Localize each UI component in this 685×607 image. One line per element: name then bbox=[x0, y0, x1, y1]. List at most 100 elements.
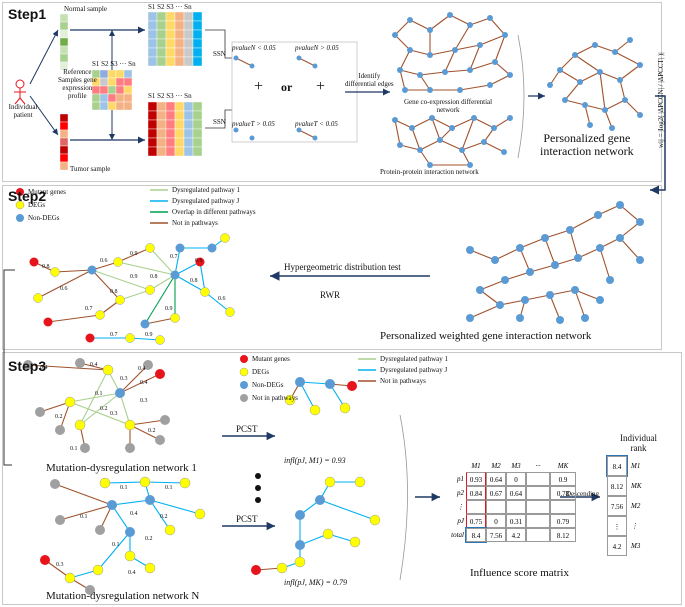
edge-weight: 0.2 bbox=[100, 406, 108, 412]
matrix-col-4: MK bbox=[557, 462, 569, 470]
network-node bbox=[315, 495, 325, 505]
reference-line-4: profile bbox=[68, 92, 87, 100]
matrix-cell: 8.4 bbox=[465, 527, 487, 543]
network-edge bbox=[37, 269, 93, 299]
heatmap-cell bbox=[123, 69, 133, 79]
edge-node bbox=[249, 63, 255, 69]
heatmap-cell bbox=[59, 153, 69, 163]
network-node bbox=[427, 52, 433, 58]
flow-arrow bbox=[29, 29, 59, 85]
network-node bbox=[501, 276, 509, 284]
network-node bbox=[491, 256, 499, 264]
network-edge bbox=[144, 481, 186, 484]
network-node bbox=[140, 319, 150, 329]
personalized-line-2: interaction network bbox=[540, 144, 634, 158]
network-edge bbox=[431, 117, 453, 129]
matrix-col-2: M3 bbox=[511, 462, 521, 470]
network-edge bbox=[174, 261, 201, 276]
network-node bbox=[50, 479, 60, 489]
heatmap-cell bbox=[59, 21, 69, 31]
network-node bbox=[50, 267, 60, 277]
network-node bbox=[124, 419, 136, 431]
heatmap-cell bbox=[59, 13, 69, 23]
network-node bbox=[457, 87, 463, 93]
network-edge bbox=[619, 237, 641, 261]
network-edge bbox=[47, 314, 101, 323]
edge-weight: 0.9 bbox=[130, 251, 138, 257]
network-node bbox=[397, 142, 403, 148]
network1-label: Mutation-dysregulation network 1 bbox=[46, 462, 197, 474]
network-edge bbox=[574, 44, 596, 56]
ssn-label-bottom: SSN bbox=[213, 118, 226, 126]
network-node bbox=[125, 527, 135, 537]
network-node bbox=[429, 115, 435, 121]
network-edge bbox=[614, 51, 641, 66]
network-node bbox=[476, 286, 484, 294]
network-node bbox=[546, 291, 554, 299]
matrix-row: ⋮ bbox=[446, 500, 576, 514]
network-edge bbox=[119, 392, 131, 426]
network-node bbox=[29, 257, 39, 267]
heatmap-cell bbox=[183, 146, 194, 157]
heatmap-cell bbox=[183, 110, 194, 121]
network-edge bbox=[469, 249, 496, 261]
network-node bbox=[566, 226, 574, 234]
heatmap-cell bbox=[192, 11, 203, 22]
network-node bbox=[636, 218, 644, 226]
network-edge bbox=[419, 71, 446, 76]
network-node bbox=[502, 32, 508, 38]
edge-weight: 0.7 bbox=[170, 254, 178, 260]
network-node bbox=[571, 286, 579, 294]
heatmap-cell bbox=[123, 77, 133, 87]
network-node bbox=[592, 42, 598, 48]
heatmap-cell bbox=[147, 137, 158, 148]
legend3-mutant: Mutant genes bbox=[252, 355, 290, 363]
network-edge bbox=[144, 317, 176, 325]
network-node bbox=[155, 435, 165, 445]
network-node bbox=[144, 562, 156, 574]
heatmap-cell bbox=[99, 93, 109, 103]
matrix-row-label: p1 bbox=[457, 475, 464, 483]
network-node bbox=[602, 107, 608, 113]
network-node bbox=[143, 360, 153, 370]
network-edge bbox=[597, 204, 621, 216]
heatmap-cell bbox=[123, 101, 133, 111]
heatmap-cell bbox=[192, 101, 203, 112]
network-node bbox=[99, 477, 111, 489]
network-edge bbox=[149, 499, 201, 515]
ellipsis-dot bbox=[255, 473, 261, 479]
network-node bbox=[452, 47, 458, 53]
legend2-pathwayJ: Dysregulated pathway J bbox=[172, 197, 240, 205]
heatmap-cell bbox=[156, 47, 167, 58]
individual-rank-label: Individual rank bbox=[620, 433, 657, 453]
flow-arrow bbox=[650, 95, 666, 195]
heatmap-cell bbox=[183, 101, 194, 112]
plus-left: + bbox=[254, 78, 264, 95]
network-node bbox=[155, 369, 165, 379]
network-node bbox=[295, 510, 305, 520]
network-edge bbox=[519, 237, 546, 249]
heatmap-cell bbox=[147, 20, 158, 31]
pvalue-t-lt-label: pvalueT < 0.05 bbox=[295, 120, 338, 128]
edge-weight: 0.3 bbox=[110, 411, 118, 417]
network-edge bbox=[119, 373, 161, 394]
heatmap-cell bbox=[165, 146, 176, 157]
matrix-cell: 0.9 bbox=[550, 472, 576, 486]
rank-score: 4.2 bbox=[607, 536, 627, 556]
rank-line-2: rank bbox=[630, 443, 647, 453]
heatmap-cell bbox=[99, 101, 109, 111]
matrix-cell: 4.2 bbox=[506, 528, 526, 542]
network-edge bbox=[129, 424, 161, 441]
network-edge bbox=[624, 99, 641, 116]
legend-mutant-dot bbox=[16, 188, 24, 196]
network-node bbox=[572, 52, 578, 58]
pcst-label-2: PCST bbox=[236, 514, 258, 524]
connector bbox=[205, 109, 232, 129]
network-edge bbox=[559, 54, 576, 71]
heatmap-cell bbox=[192, 38, 203, 49]
network-node bbox=[487, 15, 493, 21]
network-edge bbox=[461, 141, 485, 151]
